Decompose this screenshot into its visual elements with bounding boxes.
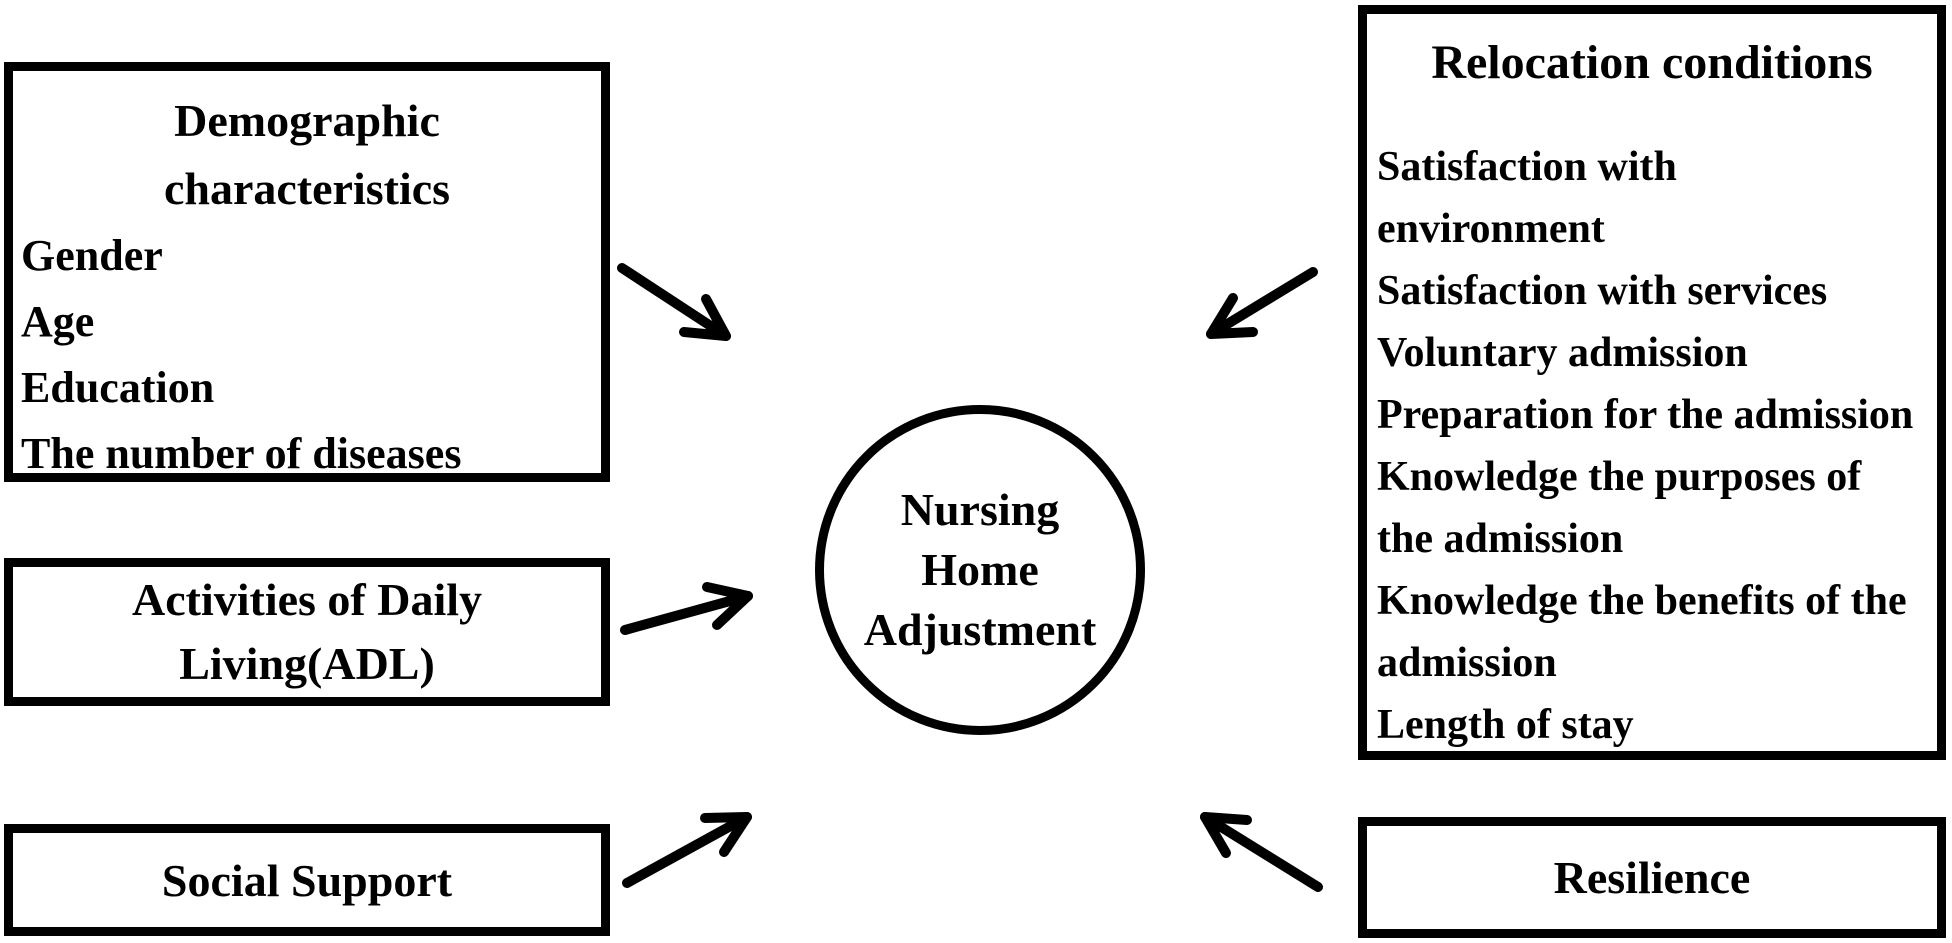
arrow-social-to-adjustment (622, 812, 752, 888)
box-social-support: Social Support (4, 824, 610, 936)
arrow-demographic-to-adjustment (617, 263, 731, 341)
arrow-relocation-to-adjustment (1206, 267, 1318, 339)
relocation-title: Relocation conditions (1431, 36, 1873, 89)
resilience-label: Resilience (1553, 852, 1751, 903)
box-resilience: Resilience (1358, 817, 1946, 938)
social-support-label: Social Support (161, 854, 453, 906)
arrow-resilience-to-adjustment (1200, 812, 1323, 892)
arrow-adl-to-adjustment (620, 582, 753, 635)
